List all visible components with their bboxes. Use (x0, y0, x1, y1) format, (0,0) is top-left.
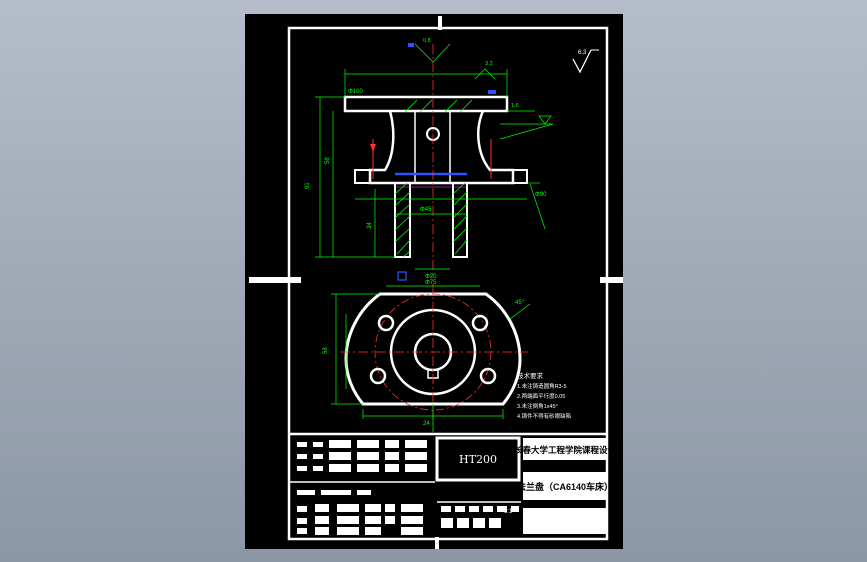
dim-angle: 45° (515, 300, 525, 306)
surface-finish-symbol: 6.3 (572, 49, 599, 74)
blue-marker-2 (488, 90, 496, 94)
tech-item-1: 1.未注铸造圆角R3-5 (517, 382, 567, 390)
dim-hub: Φ45 (420, 207, 432, 213)
dim-bottom-flange: Φ90 (535, 192, 547, 198)
section-view: Φ100 Φ45 Φ20 Φ90 91 58 34 1.6 3.2 0.8 (305, 38, 554, 281)
top-flange-outline (343, 95, 509, 113)
drawing-canvas: Φ100 Φ45 Φ20 Φ90 91 58 34 1.6 3.2 0.8 (249, 16, 623, 549)
spigot-outline (394, 183, 468, 258)
bolt-hole-4 (479, 367, 497, 385)
dim-height-a: 34 (367, 222, 373, 229)
lower-flange-outline (354, 169, 528, 184)
blue-marker (408, 43, 414, 47)
top-center-mark (438, 16, 442, 30)
title-block: HT200 长春大学工程学院课程设计 法兰盘（CA6140车床） 1:1 (289, 432, 617, 535)
plan-dimensions (331, 285, 531, 432)
school-name-cell (523, 438, 607, 460)
dim-bolt-width: 58 (323, 347, 329, 354)
roughness-c: 0.8 (423, 38, 431, 44)
bolt-hole-2 (471, 314, 489, 332)
dim-top-flange: Φ100 (348, 89, 363, 95)
tech-item-4: 4.铸件不得有砂眼缺陷 (517, 412, 571, 420)
dim-height-total: 91 (305, 182, 311, 189)
material-box (435, 436, 521, 482)
dim-bore: Φ20 (425, 274, 437, 280)
material-text: HT200 (459, 453, 497, 466)
roughness-b: 3.2 (485, 61, 493, 67)
drawing-frame (287, 26, 609, 541)
section-dimensions (315, 43, 554, 270)
roughness-a: 1.6 (511, 103, 519, 109)
dim-pcd: Φ75 (425, 280, 437, 286)
part-name-text: 法兰盘（CA6140车床） (517, 481, 613, 492)
body-outline (368, 110, 515, 185)
dim-height-b: 58 (325, 157, 331, 164)
school-name-text: 长春大学工程学院课程设计 (514, 445, 617, 455)
bottom-center-mark (435, 537, 439, 549)
scale-text: 1:1 (504, 509, 513, 515)
bolt-hole-1 (377, 314, 395, 332)
left-center-mark (249, 277, 301, 283)
section-hatch (394, 99, 473, 258)
tech-heading: 技术要求 (517, 371, 544, 380)
bolt-hole-3 (369, 367, 387, 385)
surface-finish-value: 6.3 (578, 50, 587, 56)
part-name-cell (523, 472, 607, 500)
dim-body-width: 24 (423, 421, 430, 427)
title-block-cells (297, 440, 607, 535)
plan-outline (344, 292, 522, 406)
tech-item-3: 3.未注倒角1x45° (517, 402, 558, 410)
tech-item-2: 2.两端面平行度0.05 (517, 392, 565, 400)
plan-view: 58 Φ75 24 45° (323, 280, 531, 432)
right-center-mark (600, 277, 623, 283)
drawing-sheet[interactable]: Φ100 Φ45 Φ20 Φ90 91 58 34 1.6 3.2 0.8 (245, 14, 623, 549)
drawing-number-cell (523, 508, 607, 534)
tech-requirements: 技术要求 1.未注铸造圆角R3-5 2.两端面平行度0.05 3.未注倒角1x4… (517, 371, 571, 420)
datum-box (397, 271, 407, 281)
